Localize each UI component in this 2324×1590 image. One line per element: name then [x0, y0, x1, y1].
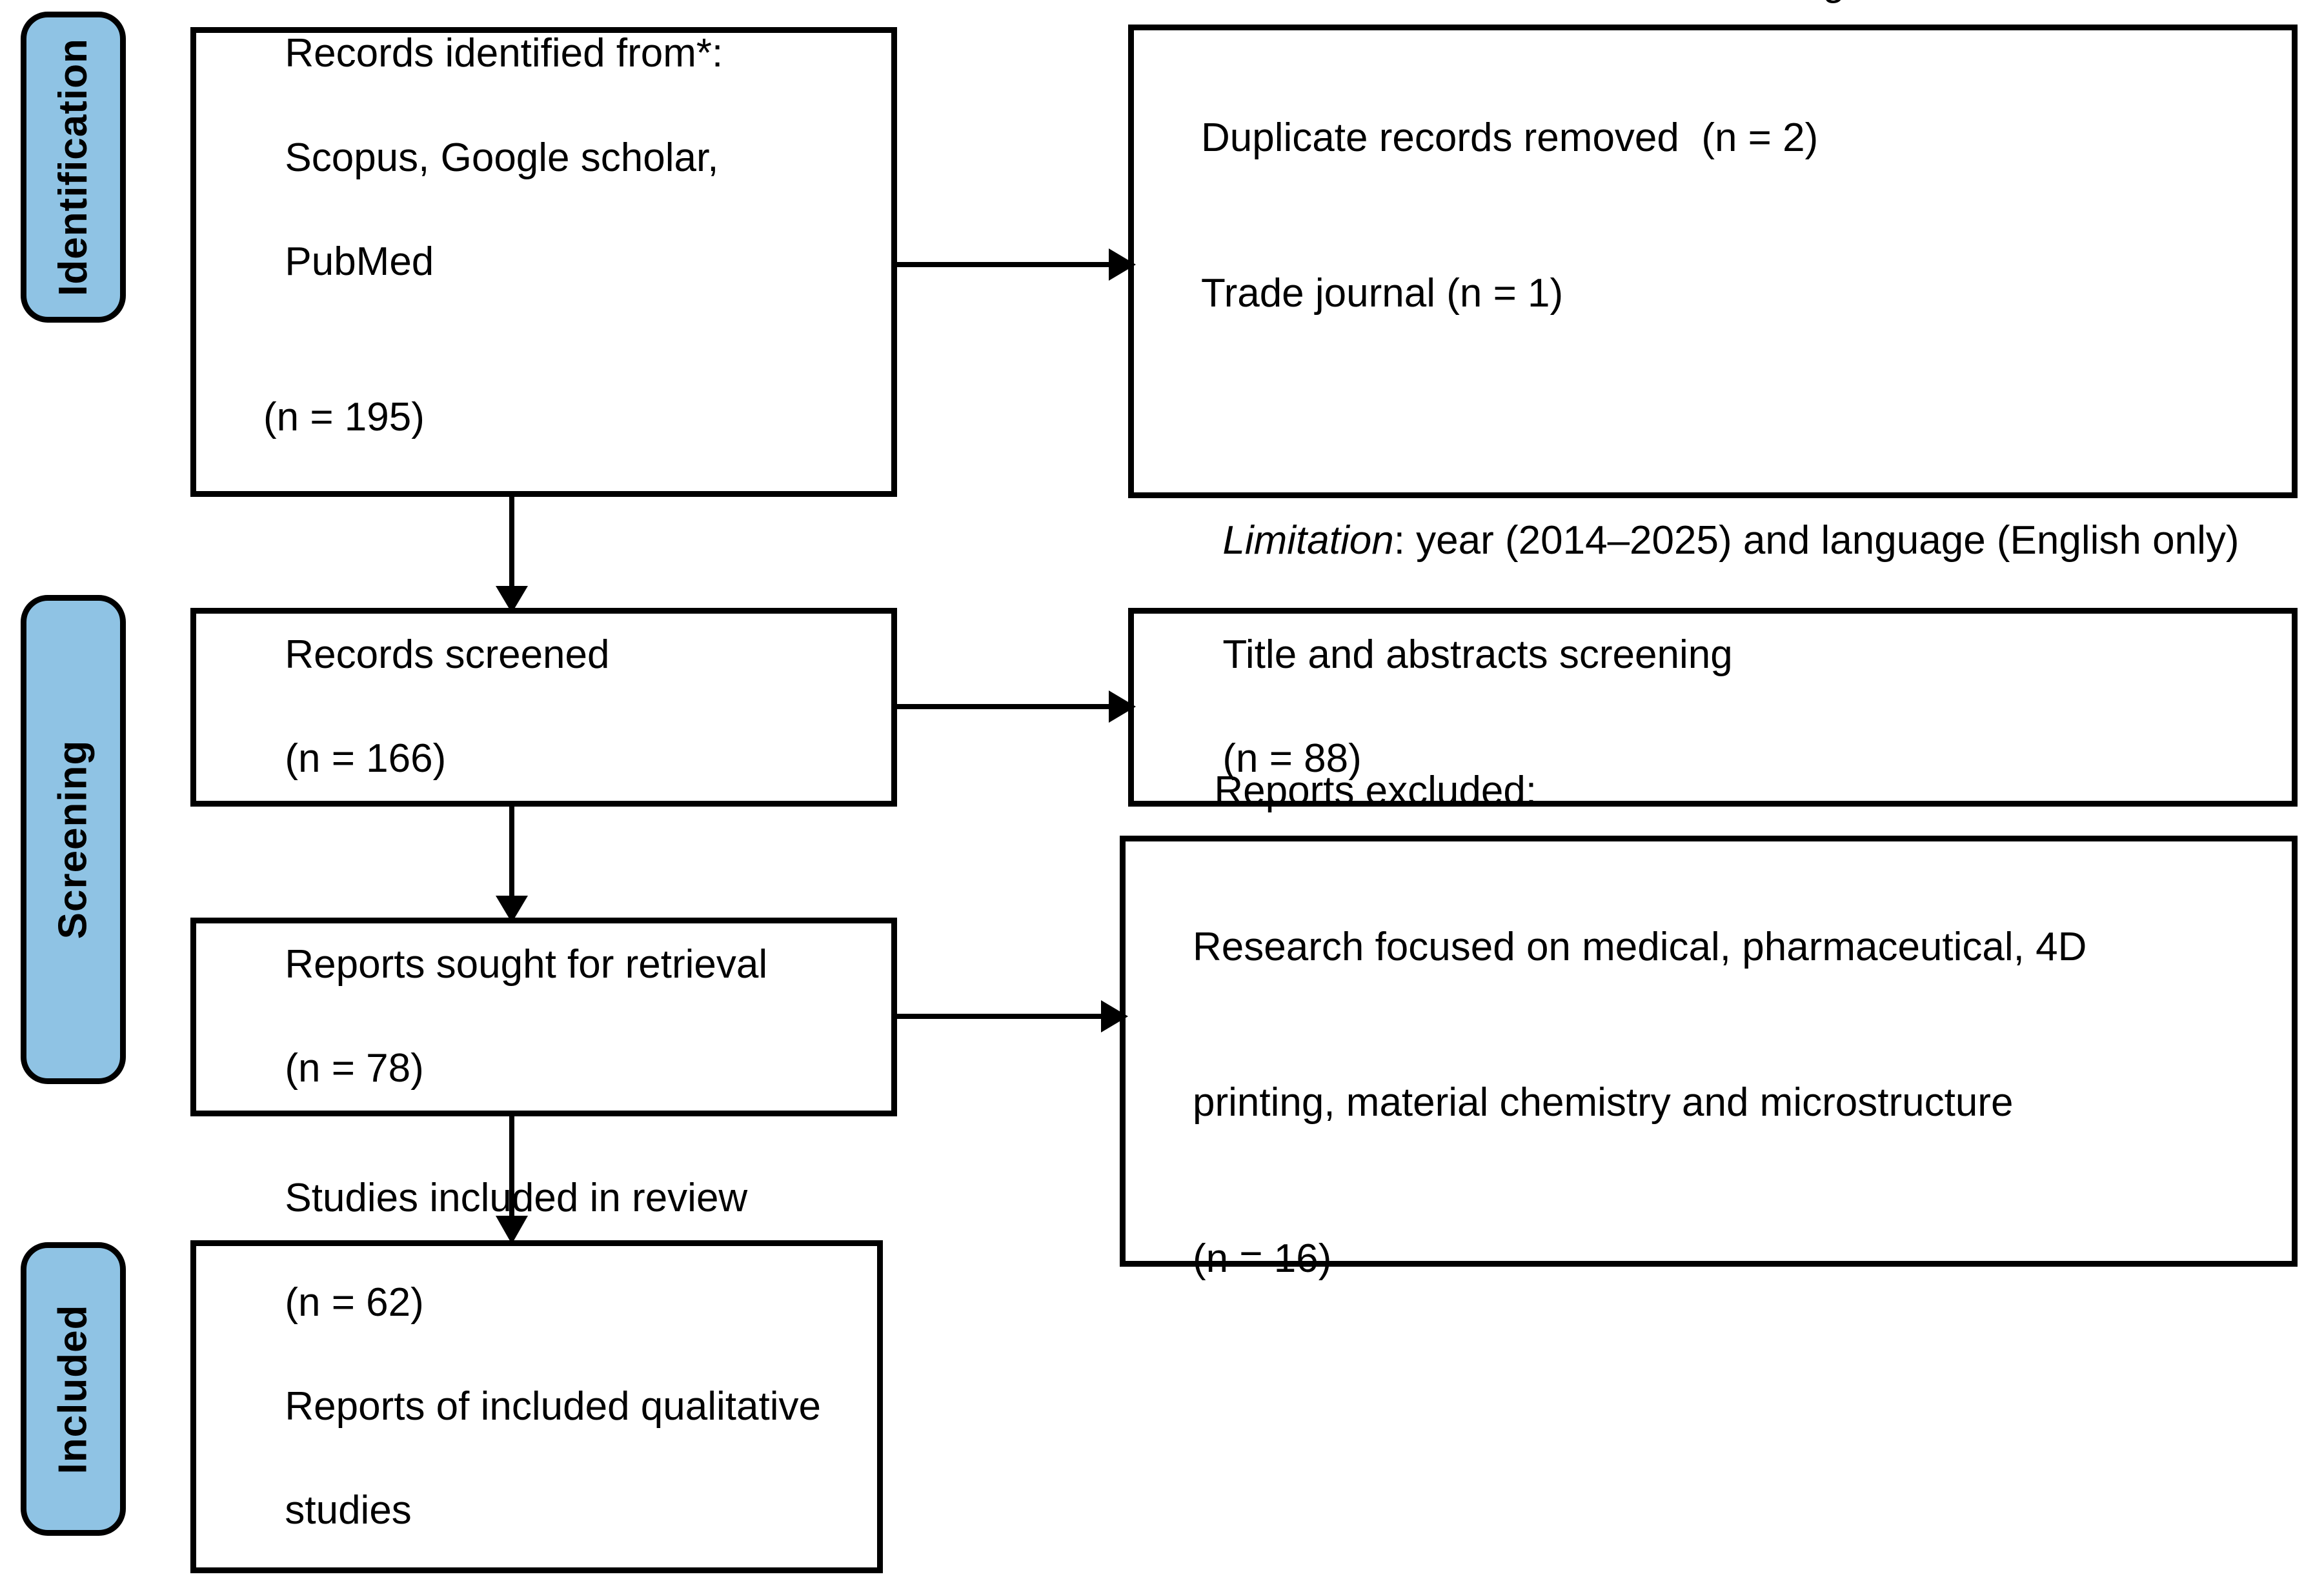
- reports-excluded-line1: Reports excluded:: [1214, 768, 1537, 813]
- box-title-abstracts-screening: Title and abstracts screening (n = 88): [1128, 608, 2298, 807]
- records-removed-heading-italic: before screening: [1550, 0, 1848, 4]
- records-removed-trade-journal: Trade journal (n = 1): [1201, 271, 1564, 316]
- box-reports-sought: Reports sought for retrieval (n = 78): [190, 918, 897, 1116]
- box-studies-included: Studies included in review (n = 62) Repo…: [190, 1176, 883, 1573]
- records-screened-line1: Records screened: [285, 632, 610, 678]
- box-reports-excluded: Reports excluded: Research focused on me…: [1120, 769, 2298, 1281]
- records-removed-text: Records removed before screening: Duplic…: [1134, 0, 2292, 619]
- records-identified-line3: PubMed: [285, 239, 434, 284]
- studies-included-text: Studies included in review (n = 62) Repo…: [196, 1121, 877, 1590]
- records-identified-line1: Records identified from*:: [285, 31, 723, 76]
- title-abstracts-line1: Title and abstracts screening: [1222, 632, 1733, 678]
- stage-tab-screening-label: Screening: [50, 740, 96, 940]
- connector-screened-to-titles: [896, 687, 1136, 726]
- connector-screened-to-sought: [492, 805, 531, 923]
- stage-tab-screening: Screening: [21, 595, 126, 1084]
- title-abstracts-text: Title and abstracts screening (n = 88): [1134, 578, 2292, 838]
- stage-tab-included: Included: [21, 1242, 126, 1536]
- studies-included-line3: Reports of included qualitative: [285, 1384, 821, 1429]
- records-removed-limitation-label: Limitation: [1222, 518, 1394, 563]
- records-removed-heading-prefix: Records removed: [1222, 0, 1550, 4]
- studies-included-line1: Studies included in review: [285, 1176, 748, 1221]
- reports-excluded-line2: Research focused on medical, pharmaceuti…: [1193, 924, 2087, 969]
- connector-identified-to-screened: [492, 496, 531, 613]
- connector-sought-to-included: [492, 1115, 531, 1244]
- box-records-removed: Records removed before screening: Duplic…: [1128, 0, 2298, 563]
- studies-included-count: (n = 62): [285, 1280, 424, 1325]
- records-removed-limitation: Limitation: year (2014–2025) and languag…: [1222, 518, 2239, 563]
- reports-sought-text: Reports sought for retrieval (n = 78): [196, 887, 891, 1147]
- records-removed-heading: Records removed before screening:: [1222, 0, 1859, 4]
- stage-tab-identification-label: Identification: [50, 38, 96, 296]
- reports-excluded-count: (n = 16): [1193, 1236, 1332, 1282]
- records-identified-line2: Scopus, Google scholar,: [285, 135, 719, 180]
- records-removed-spacer: [1156, 424, 2270, 463]
- records-removed-duplicates: Duplicate records removed (n = 2): [1201, 115, 1819, 160]
- box-records-screened: Records screened (n = 166): [190, 608, 897, 807]
- records-screened-count: (n = 166): [285, 736, 447, 781]
- reports-excluded-line3: printing, material chemistry and microst…: [1193, 1080, 2014, 1125]
- reports-sought-count: (n = 78): [285, 1046, 424, 1091]
- records-removed-limitation-detail: : year (2014–2025) and language (English…: [1393, 518, 2239, 563]
- title-abstracts-count: (n = 88): [1222, 736, 1362, 781]
- records-removed-heading-suffix: :: [1848, 0, 1859, 4]
- connector-identified-to-removed: [896, 245, 1136, 284]
- stage-tab-included-label: Included: [50, 1304, 96, 1474]
- records-screened-text: Records screened (n = 166): [196, 578, 891, 838]
- records-identified-count: (n = 195): [263, 395, 425, 440]
- reports-sought-line1: Reports sought for retrieval: [285, 942, 768, 987]
- studies-included-line4: studies: [285, 1487, 412, 1533]
- stage-tab-identification: Identification: [21, 12, 126, 323]
- reports-excluded-text: Reports excluded: Research focused on me…: [1126, 713, 2292, 1389]
- box-records-identified: Records identified from*: Scopus, Google…: [190, 27, 897, 497]
- connector-sought-to-excluded: [896, 997, 1128, 1036]
- records-identified-text: Records identified from*: Scopus, Google…: [196, 0, 891, 548]
